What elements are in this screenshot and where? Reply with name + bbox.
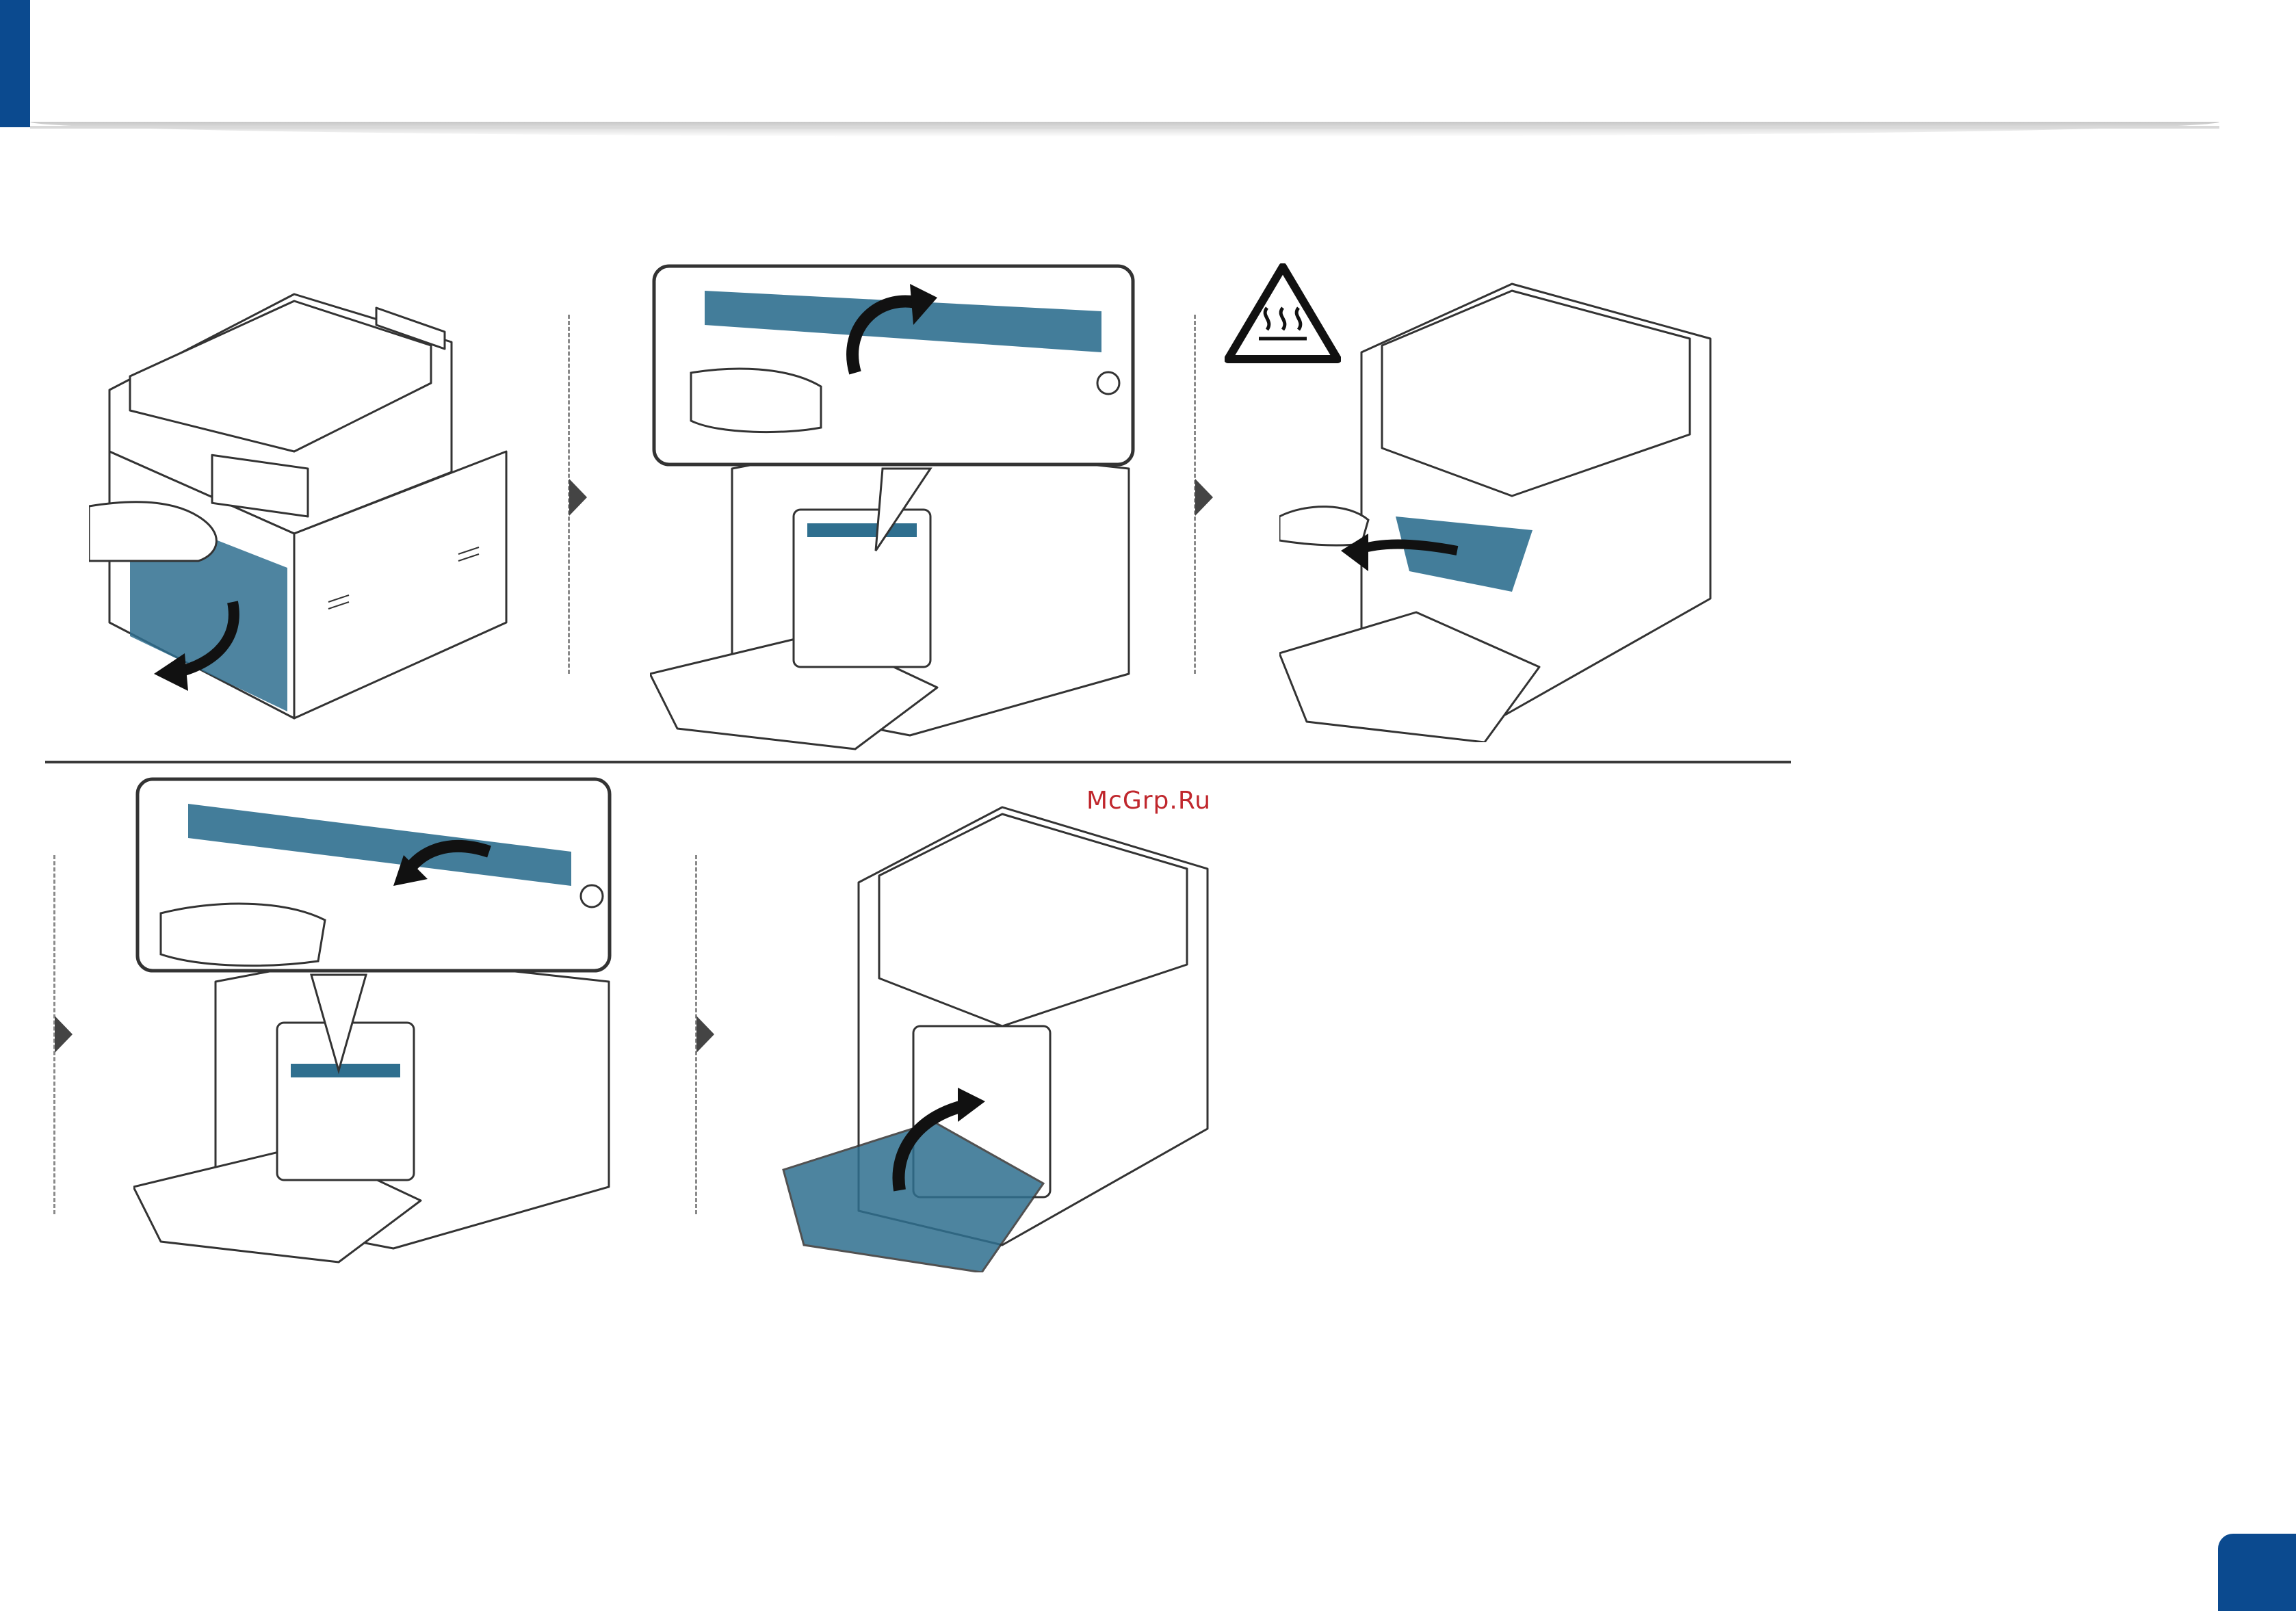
step-arrow-3 — [55, 1016, 73, 1053]
illustration-lower-fuser-lever — [133, 776, 619, 1269]
step-arrow-2 — [1195, 479, 1213, 516]
header-shadow — [30, 122, 2219, 137]
step-arrow-4 — [696, 1016, 714, 1053]
header-corner-tab — [0, 0, 30, 127]
illustration-remove-jammed-paper — [1279, 270, 1765, 742]
illustration-close-rear-cover — [777, 800, 1255, 1272]
row-divider — [45, 761, 1791, 763]
step-arrow-1 — [569, 479, 587, 516]
illustration-lift-fuser-lever — [650, 263, 1139, 756]
illustration-open-side-cover — [89, 280, 534, 732]
page-number-badge — [2218, 1534, 2296, 1611]
header-rule — [30, 126, 2219, 129]
watermark-text: McGrp.Ru — [1086, 787, 1211, 815]
